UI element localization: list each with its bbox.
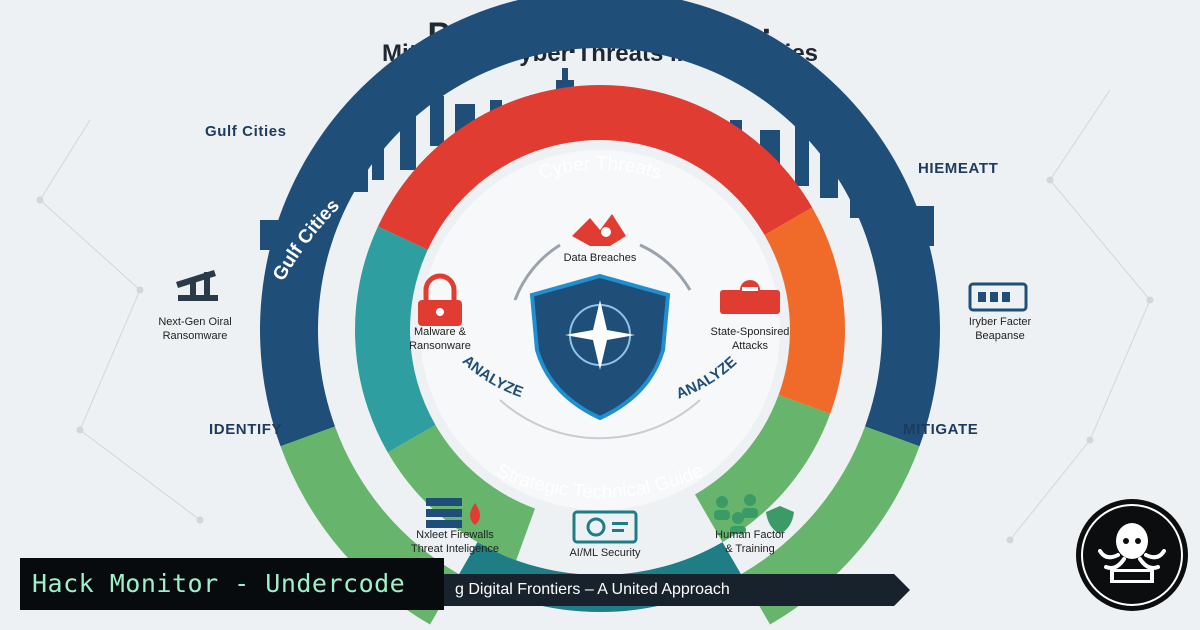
flow-arrow-right [639,243,692,291]
shield-icon [529,273,671,421]
bottom-item-firewalls: Nxleet Firewalls Threat Inteligence [410,529,500,555]
threat-label-state-sponsored: State-Sponsired Attacks [710,326,790,352]
green-arc-right [695,394,831,543]
lock-icon [418,273,462,326]
monitor-icon [968,282,1028,312]
teal-arc-left [354,226,436,453]
threat-label-data-breaches: Data Breaches [563,252,637,264]
firewall-icon [426,498,480,528]
side-label-mitigate: MITIGATE [903,421,979,438]
green-arc-left [387,425,536,561]
footer-banner: g Digital Frontiers – A United Approach [380,574,910,606]
bottom-item-human-factor: Human Factor & Training [715,529,785,555]
data-breach-icon [572,214,626,246]
brand-watermark: Hack Monitor - Undercode [20,558,444,610]
flow-arc-bottom [499,399,701,440]
oil-pump-icon [176,270,218,301]
flow-arrow-left [513,243,561,301]
side-label-response: Iryber Facter Beapanse [968,316,1032,342]
network-background [36,89,1154,544]
side-label-ransomware: Next-Gen Oiral Ransomware [158,316,232,342]
octopus-logo-icon [1076,499,1188,611]
side-label-gulf-cities: Gulf Cities [205,123,287,140]
side-label-top-right: HIEMEATT [918,160,999,177]
side-label-identify: IDENTIFY [209,421,283,438]
ai-scan-icon [572,510,638,544]
cyber-threats-arc [377,85,813,250]
orange-arc [764,207,845,414]
bottom-item-ai-ml: AI/ML Security [569,547,641,559]
people-shield-icon [714,494,794,534]
threat-label-malware: Malware & Ransonware [409,326,471,352]
hacker-icon [720,280,780,314]
